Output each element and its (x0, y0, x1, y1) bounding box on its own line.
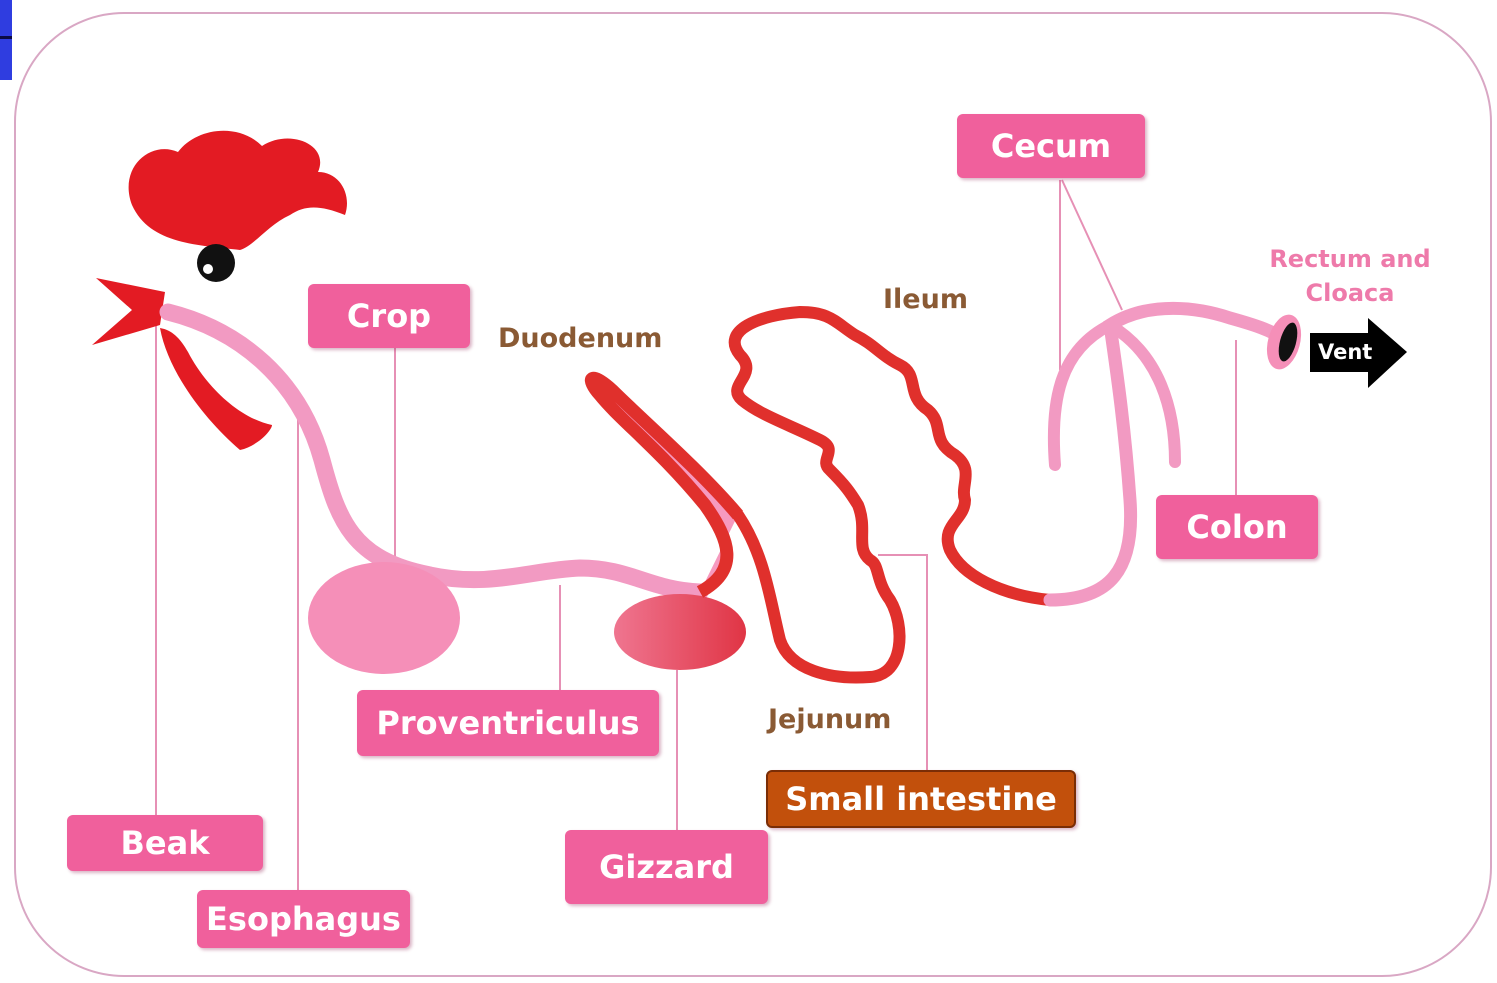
rectum-cloaca-label: Rectum and Cloaca (1260, 242, 1440, 310)
crop-label: Crop (308, 284, 470, 348)
proventriculus-label: Proventriculus (357, 690, 659, 756)
rectum-label-line2: Cloaca (1305, 279, 1395, 307)
leader-lines (155, 179, 1237, 890)
cecum-leader-line-b (1061, 179, 1123, 311)
small-intestine-leader-line (878, 554, 928, 770)
duodenum-loop (585, 371, 743, 598)
ileum-label: Ileum (883, 284, 968, 315)
wattle (160, 328, 272, 450)
beak-label: Beak (67, 815, 263, 871)
diagram-frame (14, 12, 1492, 977)
vent-arrow (1310, 318, 1407, 388)
esophagus-tube (159, 303, 709, 601)
gizzard-organ (614, 594, 746, 670)
ceca-tubes (1047, 318, 1181, 471)
jejunum-label: Jejunum (768, 704, 892, 735)
esophagus-label: Esophagus (197, 890, 410, 948)
duodenum-label: Duodenum (498, 323, 663, 354)
cloaca-opening (1278, 322, 1298, 362)
beak-shape (92, 278, 165, 345)
small-intestine-label: Small intestine (766, 770, 1076, 828)
eye-highlight (203, 264, 213, 274)
colon-label: Colon (1156, 495, 1318, 559)
eye (197, 244, 235, 282)
corner-marker (0, 0, 12, 80)
jejunum-ileum-loop (728, 306, 1056, 684)
comb (128, 130, 347, 250)
rooster-head (92, 130, 347, 450)
colon-tube (1043, 301, 1289, 607)
rectum-label-line1: Rectum and (1269, 245, 1431, 273)
vent-label: Vent (1318, 340, 1373, 364)
cecum-label: Cecum (957, 114, 1145, 178)
crop-organ (308, 562, 460, 674)
gizzard-label: Gizzard (565, 830, 768, 904)
corner-marker-line (0, 36, 12, 39)
